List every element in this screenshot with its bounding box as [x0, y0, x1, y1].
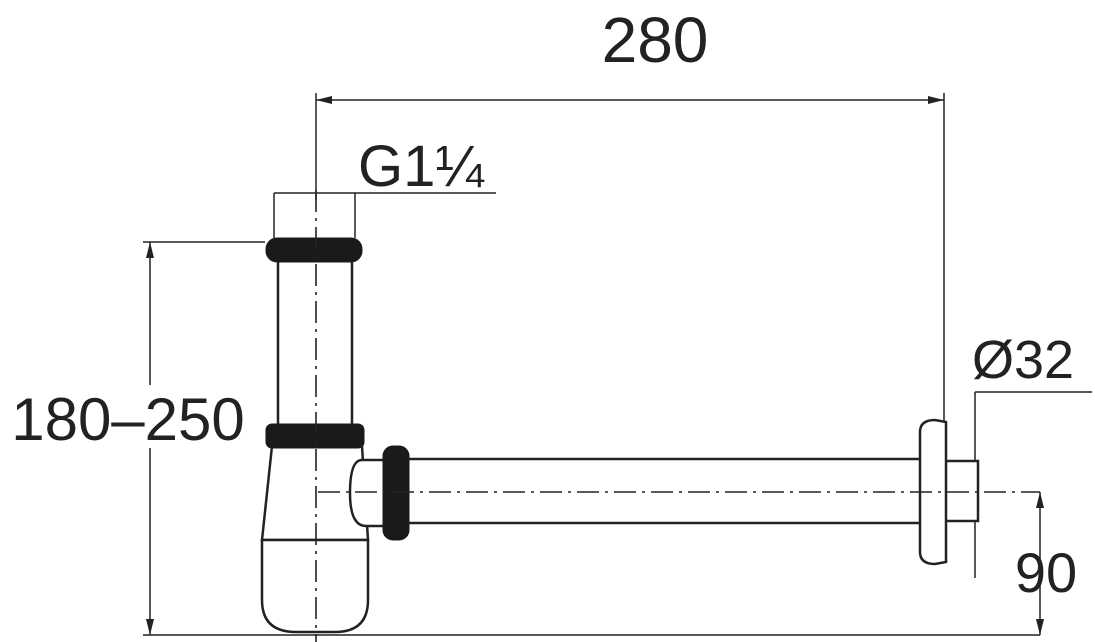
arrowhead-outlet-down — [1036, 619, 1044, 635]
pipe-diameter-label: Ø32 — [972, 330, 1074, 390]
outlet-height-label: 90 — [1015, 541, 1077, 604]
top-seal-ring — [265, 237, 363, 263]
thread-dimension: G1¼ — [273, 134, 496, 238]
height-dimension: 180–250 — [11, 241, 1040, 636]
arrowhead-left — [316, 96, 332, 104]
arrowhead-outlet-up — [1036, 492, 1044, 508]
outlet-nut — [382, 445, 410, 541]
width-label: 280 — [602, 4, 709, 76]
tail-pipe — [276, 256, 354, 432]
width-dimension: 280 — [315, 4, 945, 425]
pipe-end-sleeve — [942, 459, 980, 523]
height-range-label: 180–250 — [11, 386, 245, 453]
trap-body — [260, 256, 387, 634]
wall-rosette — [918, 418, 948, 566]
thread-label: G1¼ — [358, 134, 484, 199]
middle-nut — [265, 423, 365, 449]
outlet-pipe — [393, 418, 980, 566]
arrowhead-up — [146, 242, 154, 258]
diameter-dimension: Ø32 — [972, 330, 1092, 578]
trap-outlet-stub — [348, 458, 387, 528]
bottle-cup — [260, 538, 370, 634]
outlet-pipe-body — [393, 457, 927, 525]
outlet-height-dimension: 90 — [1015, 492, 1077, 635]
arrowhead-down — [146, 619, 154, 635]
arrowhead-right — [928, 96, 944, 104]
